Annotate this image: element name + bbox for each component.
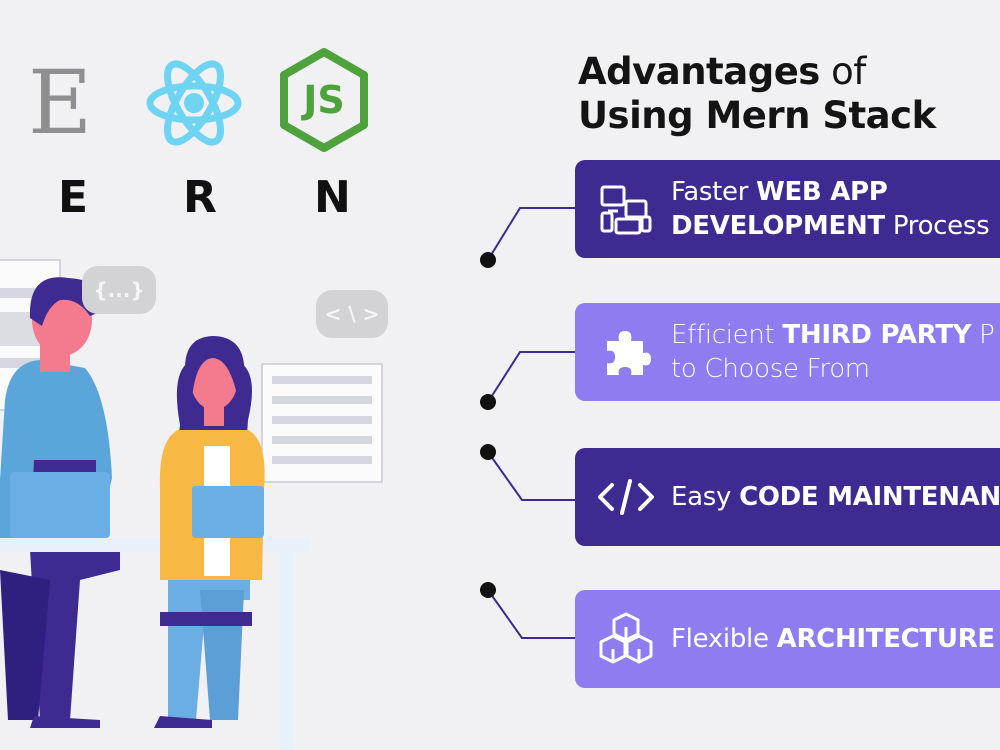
advantage-text-4: Flexible ARCHITECTURE xyxy=(671,624,995,654)
react-logo-icon xyxy=(146,60,242,146)
advantage-card-architecture: Flexible ARCHITECTURE xyxy=(575,590,1000,688)
connector-dot-3 xyxy=(480,444,496,460)
advantage-card-web-app: Faster WEB APP DEVELOPMENT Process xyxy=(575,160,1000,258)
man-figure xyxy=(0,277,120,728)
logo-letter-r: R xyxy=(183,172,217,223)
advantage-text-1: Faster WEB APP DEVELOPMENT Process xyxy=(671,177,990,241)
developers-illustration xyxy=(0,259,383,750)
woman-figure xyxy=(154,336,265,728)
nodejs-logo: JS xyxy=(278,48,370,152)
title-line2: Using Mern Stack xyxy=(578,94,936,137)
code-bubble-curly: {...} xyxy=(82,266,156,314)
connector-lines xyxy=(487,207,580,639)
logo-letter-n: N xyxy=(314,172,351,223)
express-logo-icon: E xyxy=(28,51,93,154)
advantage-card-third-party: Efficient THIRD PARTY P to Choose From xyxy=(575,303,1000,401)
page-title: Advantages of Using Mern Stack xyxy=(578,50,936,138)
cubes-architecture-icon xyxy=(595,608,657,670)
devices-icon xyxy=(595,178,657,240)
advantage-text-2: Efficient THIRD PARTY P to Choose From xyxy=(671,320,995,384)
express-logo: E xyxy=(28,58,108,148)
code-bubble-tag: < \ > xyxy=(316,290,388,338)
desk xyxy=(0,538,310,552)
logo-letter-e: E xyxy=(58,172,89,223)
connector-dot-4 xyxy=(480,582,496,598)
puzzle-piece-icon xyxy=(595,321,657,383)
title-bold: Advantages xyxy=(578,50,820,93)
connector-dot-2 xyxy=(480,394,496,410)
document-panel-right xyxy=(261,363,383,483)
nodejs-logo-icon xyxy=(280,48,368,152)
title-light: of xyxy=(819,50,866,93)
connector-dot-1 xyxy=(480,252,496,268)
advantage-text-3: Easy CODE MAINTENAN xyxy=(671,482,1000,512)
code-brackets-icon xyxy=(595,466,657,528)
advantage-card-code-maintenance: Easy CODE MAINTENAN xyxy=(575,448,1000,546)
